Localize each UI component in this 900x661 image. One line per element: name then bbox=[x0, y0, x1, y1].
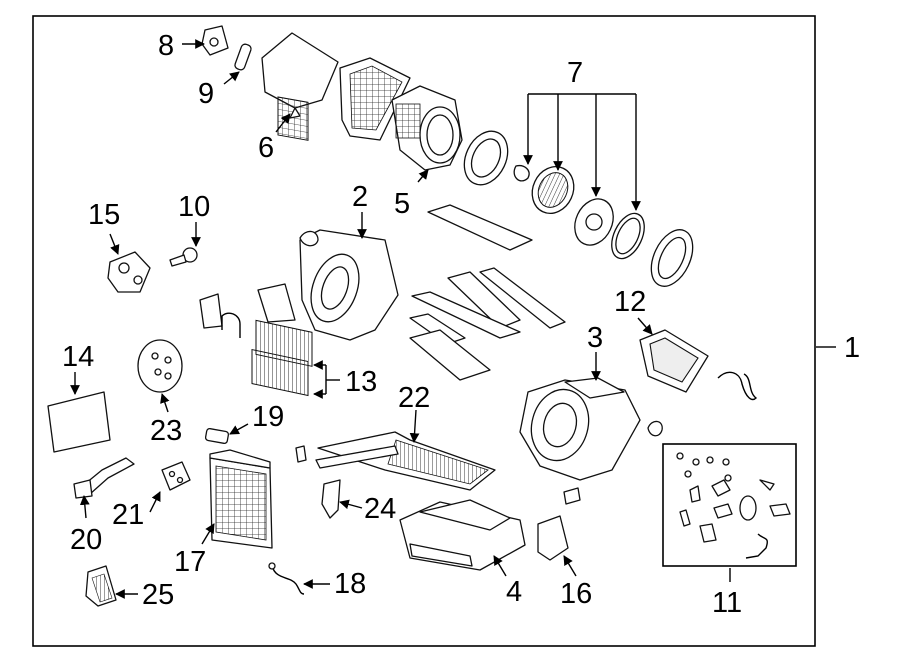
callout-14: 14 bbox=[62, 341, 94, 373]
part-2-case-half bbox=[257, 229, 399, 341]
hardware-kit-box bbox=[662, 443, 797, 567]
part-19-sensor bbox=[204, 428, 230, 444]
part-12-seal bbox=[639, 329, 709, 393]
part-9-sensor bbox=[234, 43, 252, 71]
callout-10: 10 bbox=[178, 191, 210, 223]
callout-13: 13 bbox=[345, 366, 377, 398]
part-24-bracket bbox=[321, 479, 341, 519]
part-22-heater-core bbox=[295, 431, 496, 491]
part-25-resistor bbox=[85, 565, 117, 607]
part-8-actuator bbox=[201, 25, 229, 56]
callout-17: 17 bbox=[174, 546, 206, 578]
callout-19: 19 bbox=[252, 401, 284, 433]
part-23-cover bbox=[137, 339, 183, 393]
part-hose-clip bbox=[717, 371, 758, 401]
callout-2: 2 bbox=[352, 181, 368, 213]
part-6-housing bbox=[261, 32, 339, 141]
part-blower-ring bbox=[463, 130, 509, 186]
part-13-filter-set bbox=[199, 293, 313, 397]
callout-5: 5 bbox=[394, 188, 410, 220]
diagram-frame bbox=[32, 15, 816, 647]
callout-25: 25 bbox=[142, 579, 174, 611]
callout-11: 11 bbox=[712, 587, 742, 619]
callout-23: 23 bbox=[150, 415, 182, 447]
part-11-hardware-kit bbox=[676, 452, 791, 559]
callout-3: 3 bbox=[587, 322, 603, 354]
part-16-actuator bbox=[537, 487, 581, 561]
callout-7: 7 bbox=[567, 57, 583, 89]
part-20-pipe bbox=[73, 457, 135, 499]
callout-24: 24 bbox=[364, 493, 396, 525]
callout-22: 22 bbox=[398, 382, 430, 414]
part-7-blower-motor-set bbox=[513, 164, 694, 287]
callout-8: 8 bbox=[158, 30, 174, 62]
callout-1: 1 bbox=[844, 332, 860, 364]
part-21-gasket bbox=[161, 461, 191, 491]
part-4-lower-case bbox=[399, 499, 526, 571]
part-17-evaporator bbox=[209, 449, 273, 549]
callout-9: 9 bbox=[198, 78, 214, 110]
part-10-sensor bbox=[169, 247, 198, 267]
part-filter-frame bbox=[339, 57, 411, 141]
callout-18: 18 bbox=[334, 568, 366, 600]
part-18-harness bbox=[268, 562, 305, 595]
callout-15: 15 bbox=[88, 199, 120, 231]
part-3-case-half bbox=[519, 377, 663, 481]
part-5-blower-housing bbox=[391, 85, 463, 171]
part-center-doors bbox=[409, 204, 566, 381]
callout-21: 21 bbox=[112, 499, 144, 531]
callout-12: 12 bbox=[614, 286, 646, 318]
callout-20: 20 bbox=[70, 524, 102, 556]
callout-16: 16 bbox=[560, 578, 592, 610]
callout-6: 6 bbox=[258, 132, 274, 164]
callout-4: 4 bbox=[506, 576, 522, 608]
part-14-filter bbox=[47, 391, 111, 453]
part-15-actuator bbox=[107, 251, 151, 293]
